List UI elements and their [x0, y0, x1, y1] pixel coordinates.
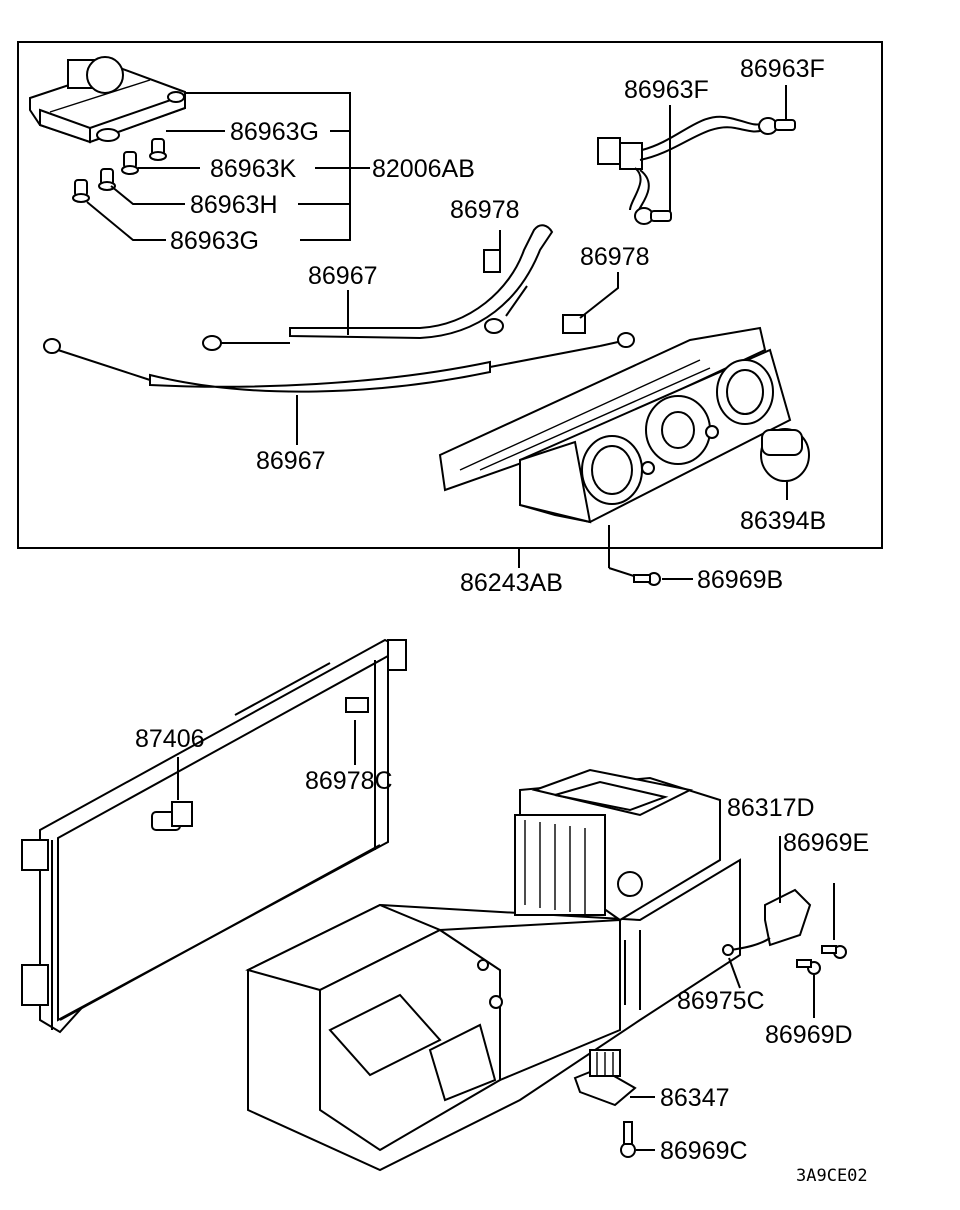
label-86317D: 86317D: [727, 794, 815, 822]
label-86978-2: 86978: [580, 243, 650, 271]
screws-86969-part: [728, 945, 847, 1018]
label-86978-1: 86978: [450, 196, 520, 224]
label-86347: 86347: [660, 1084, 730, 1112]
control-assembly-frame: [17, 41, 883, 549]
label-82006AB: 82006AB: [372, 155, 475, 183]
bulb-leaders: [86, 92, 370, 241]
label-86967-2: 86967: [256, 447, 326, 475]
label-86394B: 86394B: [740, 507, 826, 535]
label-86963F-top: 86963F: [740, 55, 825, 83]
label-86963H: 86963H: [190, 191, 278, 219]
label-86978C: 86978C: [305, 767, 393, 795]
label-86969C: 86969C: [660, 1137, 748, 1165]
knob-part: [760, 428, 810, 500]
thermistor-part: [151, 757, 193, 831]
label-86243AB: 86243AB: [460, 569, 563, 597]
heater-unit-part: [245, 768, 741, 1172]
label-86967-1: 86967: [308, 262, 378, 290]
diagram-code: 3A9CE02: [796, 1166, 868, 1186]
bulb-parts: [72, 138, 167, 203]
label-86963G-1: 86963G: [230, 118, 319, 146]
cable-clips-part: [483, 230, 619, 334]
power-transistor-part: [573, 1049, 655, 1107]
label-86969D: 86969D: [765, 1021, 853, 1049]
blower-switch-part: [29, 56, 186, 144]
control-cables-part: [43, 224, 635, 445]
evaporator-core-part: [21, 638, 407, 1034]
label-86969E: 86969E: [783, 829, 869, 857]
label-87406: 87406: [135, 725, 205, 753]
wiring-harness-part: [597, 85, 796, 225]
screw-86969B-part: [633, 572, 693, 586]
label-86963G-2: 86963G: [170, 227, 259, 255]
screw-86969C-part: [620, 1121, 655, 1158]
label-86969B: 86969B: [697, 566, 783, 594]
label-86963K: 86963K: [210, 155, 297, 183]
label-86975C: 86975C: [677, 987, 765, 1015]
resistor-86317D-part: [722, 836, 835, 956]
clip-86978C-part: [345, 697, 369, 765]
label-86963F-mid: 86963F: [624, 76, 709, 104]
heater-control-panel-part: [438, 326, 792, 579]
